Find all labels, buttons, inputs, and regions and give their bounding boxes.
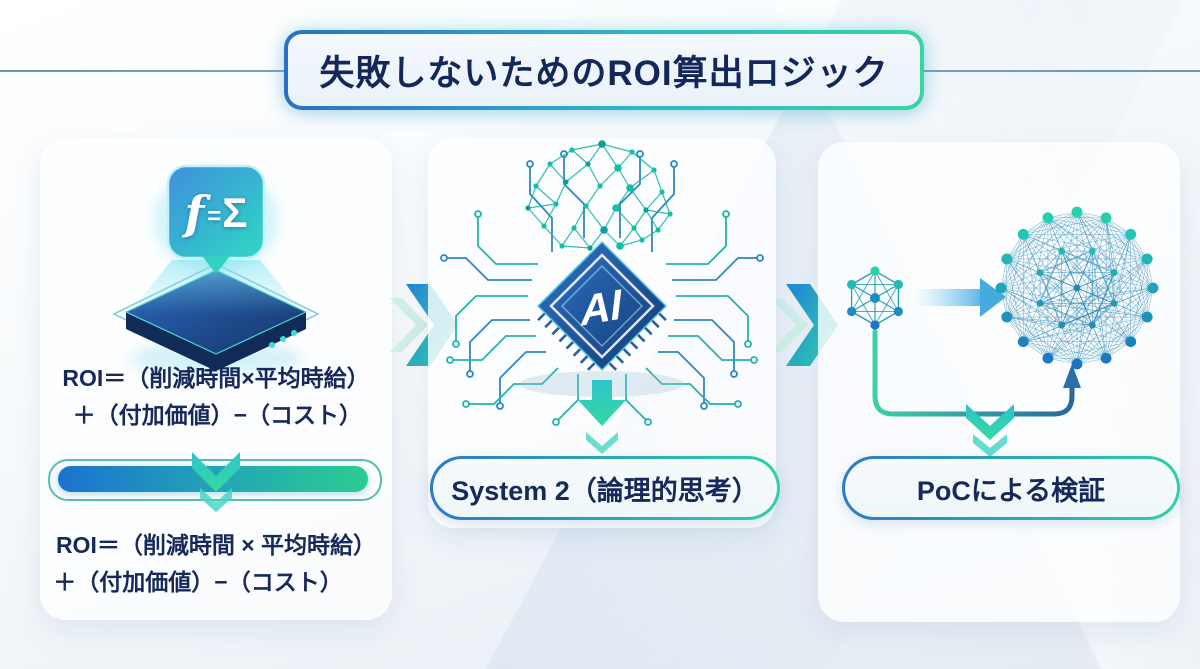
brain-network-icon bbox=[525, 140, 673, 251]
glyph-sigma: Σ bbox=[222, 189, 248, 236]
arrow-right-tail bbox=[914, 289, 980, 306]
formula-badge-glyph: f = Σ bbox=[168, 168, 264, 258]
glyph-f: f bbox=[184, 186, 205, 240]
panel-poc bbox=[818, 142, 1180, 622]
title-banner: 失敗しないためのROI算出ロジック bbox=[284, 30, 924, 110]
formula-chip-3d-icon bbox=[112, 164, 320, 374]
formula-line-1: ROI＝（削減時間 × 平均時給） bbox=[55, 532, 377, 558]
arrow-up-icon bbox=[1063, 364, 1081, 388]
platform-indicator-lights bbox=[269, 330, 297, 348]
ai-chip-illustration: AI bbox=[440, 140, 764, 426]
page-title: 失敗しないためのROI算出ロジック bbox=[319, 53, 889, 93]
arrow-down-icon bbox=[578, 380, 626, 454]
light-beam bbox=[128, 260, 304, 314]
roi-formula-bottom: ROI＝（削減時間 × 平均時給） ＋（付加価値）−（コスト） bbox=[48, 527, 384, 601]
divider-outline bbox=[48, 459, 382, 501]
ai-chip-body bbox=[536, 240, 668, 372]
poc-caption: PoCによる検証 bbox=[916, 475, 1106, 506]
chip-inner-frame bbox=[549, 253, 655, 359]
large-network-icon bbox=[995, 206, 1159, 370]
poc-network-illustration bbox=[847, 206, 1159, 457]
formula-line-1: ROI＝（削減時間×平均時給） bbox=[62, 365, 370, 391]
system2-caption: System 2（論理的思考） bbox=[451, 475, 759, 506]
arrow-down-icon bbox=[192, 452, 240, 512]
poc-caption-pill: PoCによる検証 bbox=[842, 456, 1180, 520]
roi-formula-top: ROI＝（削減時間×平均時給） ＋（付加価値）−（コスト） bbox=[48, 360, 384, 434]
platform-side bbox=[126, 312, 306, 371]
chip-inner-frame-2 bbox=[560, 264, 644, 348]
arrow-down-icon bbox=[966, 404, 1014, 457]
formula-line-2: ＋（付加価値）−（コスト） bbox=[53, 569, 343, 595]
badge-tail bbox=[202, 256, 230, 274]
formula-line-2: ＋（付加価値）−（コスト） bbox=[72, 402, 362, 428]
ai-chip-label: AI bbox=[578, 280, 625, 335]
chip-pins bbox=[537, 312, 667, 371]
glyph-equals: = bbox=[207, 203, 222, 230]
arrow-right-icon bbox=[980, 278, 1006, 317]
system2-caption-pill: System 2（論理的思考） bbox=[430, 456, 780, 520]
small-network-icon bbox=[847, 266, 903, 330]
